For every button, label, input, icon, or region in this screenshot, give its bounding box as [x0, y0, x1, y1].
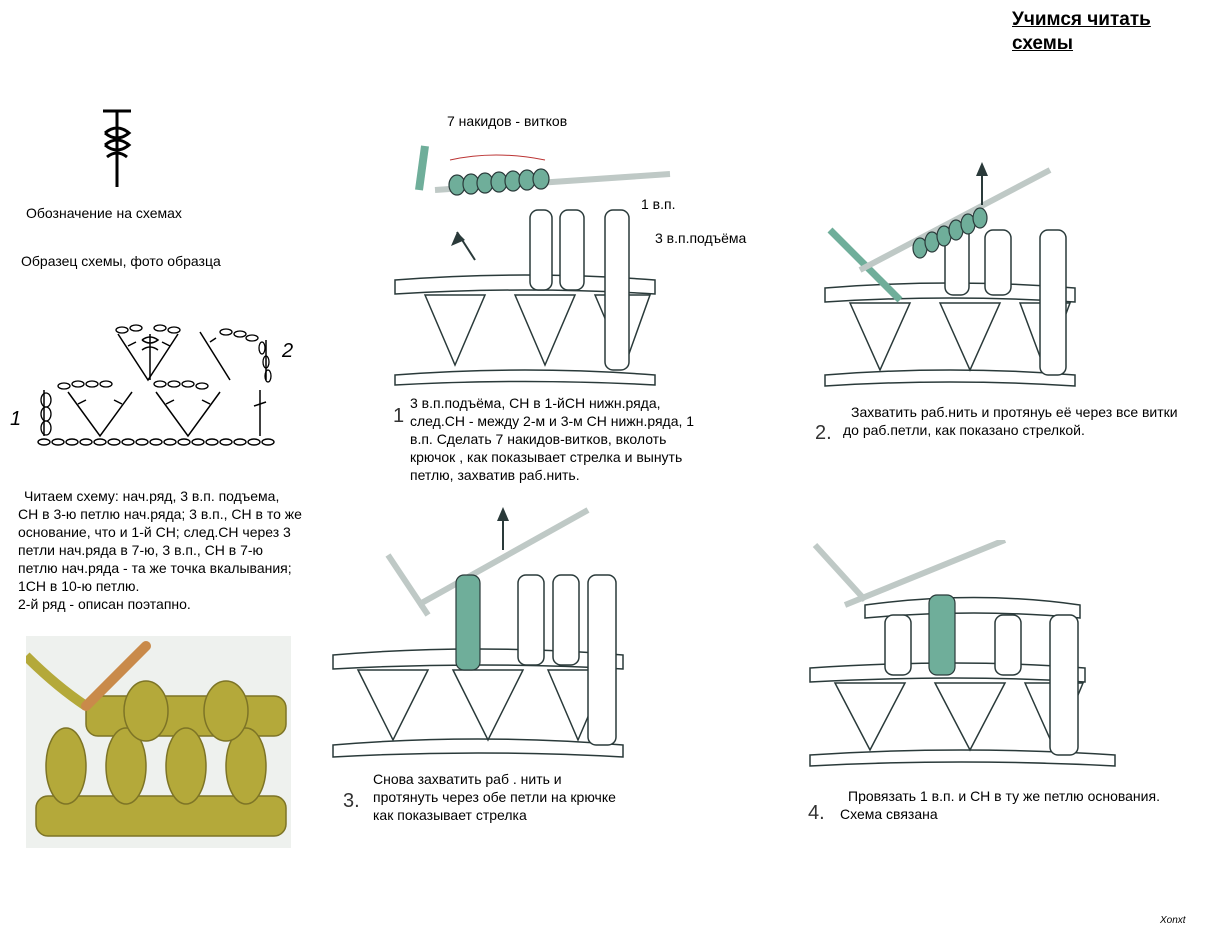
- read-line: основание, что и 1-й СН; след.СН через 3: [18, 524, 291, 540]
- step-1-label-wraps: 7 накидов - витков: [447, 113, 568, 129]
- step-line: след.СН - между 2-м и 3-м СН нижн.ряда, …: [410, 413, 695, 429]
- hook-icon: [81, 641, 151, 711]
- read-line: 1СН в 10-ю петлю.: [18, 578, 140, 594]
- step-line: в.п. Сделать 7 накидов-витков, вколоть: [410, 431, 667, 447]
- read-line: петли нач.ряда в 7-ю, 3 в.п., СН в 7-ю: [18, 542, 264, 558]
- row-2-chain: [115, 324, 272, 383]
- row-1-turning-chain: [40, 392, 52, 436]
- row-2-stitches: [117, 331, 267, 382]
- step-3-number: 3.: [343, 790, 360, 812]
- step-line: 3 в.п.подъёма, СН в 1-йСН нижн.ряда,: [410, 395, 661, 411]
- arrow-icon: [497, 507, 509, 521]
- stitch-chart-schema: [37, 324, 275, 446]
- step-line: петлю, захватив раб.нить.: [410, 467, 580, 483]
- page-title: Учимся читать схемы: [1012, 8, 1212, 56]
- read-line: Читаем схему: нач.ряд, 3 в.п. подъема,: [24, 488, 280, 504]
- sample-photo: [26, 636, 291, 848]
- foundation-chain: [37, 438, 275, 446]
- symbol-caption: Обозначение на схемах: [26, 205, 182, 221]
- step-line: Снова захватить раб . нить и: [373, 771, 562, 787]
- step-1-number: 1: [393, 405, 405, 427]
- row-label-2: 2: [282, 340, 294, 362]
- signature: Xonxt: [1160, 915, 1186, 926]
- step-2-number: 2.: [815, 422, 832, 444]
- title-line-1: Учимся читать: [1012, 9, 1151, 30]
- wrapped-stitch-symbol-icon: [103, 109, 132, 187]
- title-line-2: схемы: [1012, 33, 1074, 54]
- row-1-chain: [57, 380, 209, 390]
- step-1-text: 3 в.п.подъёма, СН в 1-йСН нижн.ряда, сле…: [410, 394, 750, 484]
- step-line: Схема связана: [840, 806, 938, 822]
- step-1-label-turn: 3 в.п.подъёма: [655, 230, 747, 246]
- read-line: СН в 3-ю петлю нач.ряда; 3 в.п., СН в то…: [18, 506, 302, 522]
- step-4-number: 4.: [808, 802, 825, 824]
- step-line: Захватить раб.нить и протянуь её через в…: [851, 404, 1178, 420]
- read-scheme-text: Читаем схему: нач.ряд, 3 в.п. подъема, С…: [18, 487, 348, 613]
- step-3-illustration: [332, 507, 624, 758]
- arrow-icon: [451, 232, 465, 246]
- step-4-illustration: [809, 540, 1116, 767]
- step-2-text: Захватить раб.нить и протянуь её через в…: [843, 403, 1232, 439]
- step-2-illustration: [824, 162, 1076, 387]
- step-line: как показывает стрелка: [373, 807, 527, 823]
- step-line: протянуть через обе петли на крючке: [373, 789, 616, 805]
- row-label-1: 1: [10, 408, 22, 430]
- step-3-text: Снова захватить раб . нить и протянуть ч…: [373, 770, 693, 824]
- read-line: 2-й ряд - описан поэтапно.: [18, 596, 191, 612]
- sample-caption: Образец схемы, фото образца: [21, 253, 221, 269]
- arrow-icon: [976, 162, 988, 176]
- step-line: до раб.петли, как показано стрелкой.: [843, 422, 1085, 438]
- row-1-stitches: [43, 390, 267, 438]
- step-4-text: Провязать 1 в.п. и СН в ту же петлю осно…: [840, 787, 1220, 823]
- step-1-label-ch: 1 в.п.: [641, 196, 676, 212]
- read-line: петлю нач.ряда - та же точка вкалывания;: [18, 560, 292, 576]
- step-line: Провязать 1 в.п. и СН в ту же петлю осно…: [848, 788, 1160, 804]
- step-1-illustration: [394, 145, 671, 386]
- step-line: крючок , как показывает стрелка и вынуть: [410, 449, 683, 465]
